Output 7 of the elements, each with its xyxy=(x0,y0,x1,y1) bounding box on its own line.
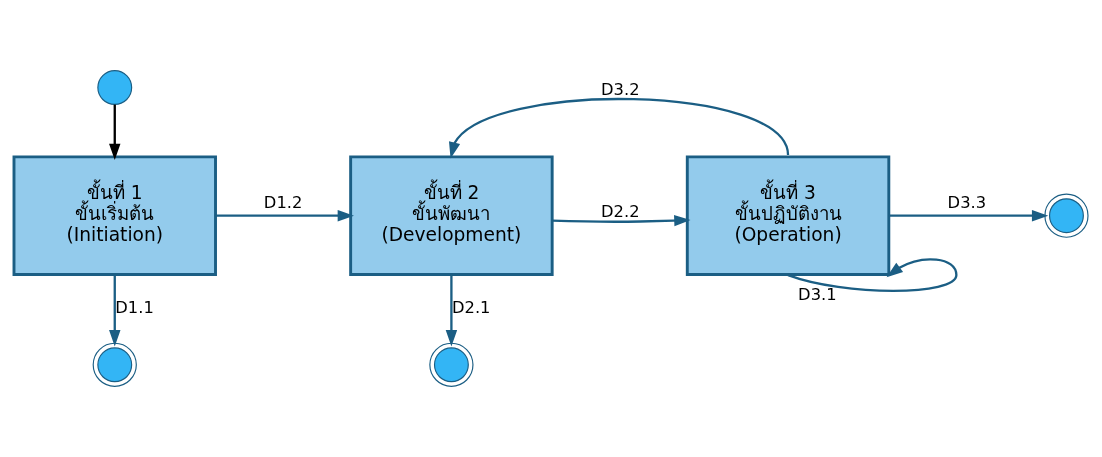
edge-label: D1.1 xyxy=(115,298,154,318)
edge-label: D3.1 xyxy=(798,284,837,304)
edge-label: D1.2 xyxy=(263,192,303,212)
edge-label: D3.2 xyxy=(601,79,640,99)
edge-label: D2.2 xyxy=(601,202,640,222)
edge-label: D3.3 xyxy=(947,192,987,212)
edge-label: D2.1 xyxy=(451,298,491,318)
